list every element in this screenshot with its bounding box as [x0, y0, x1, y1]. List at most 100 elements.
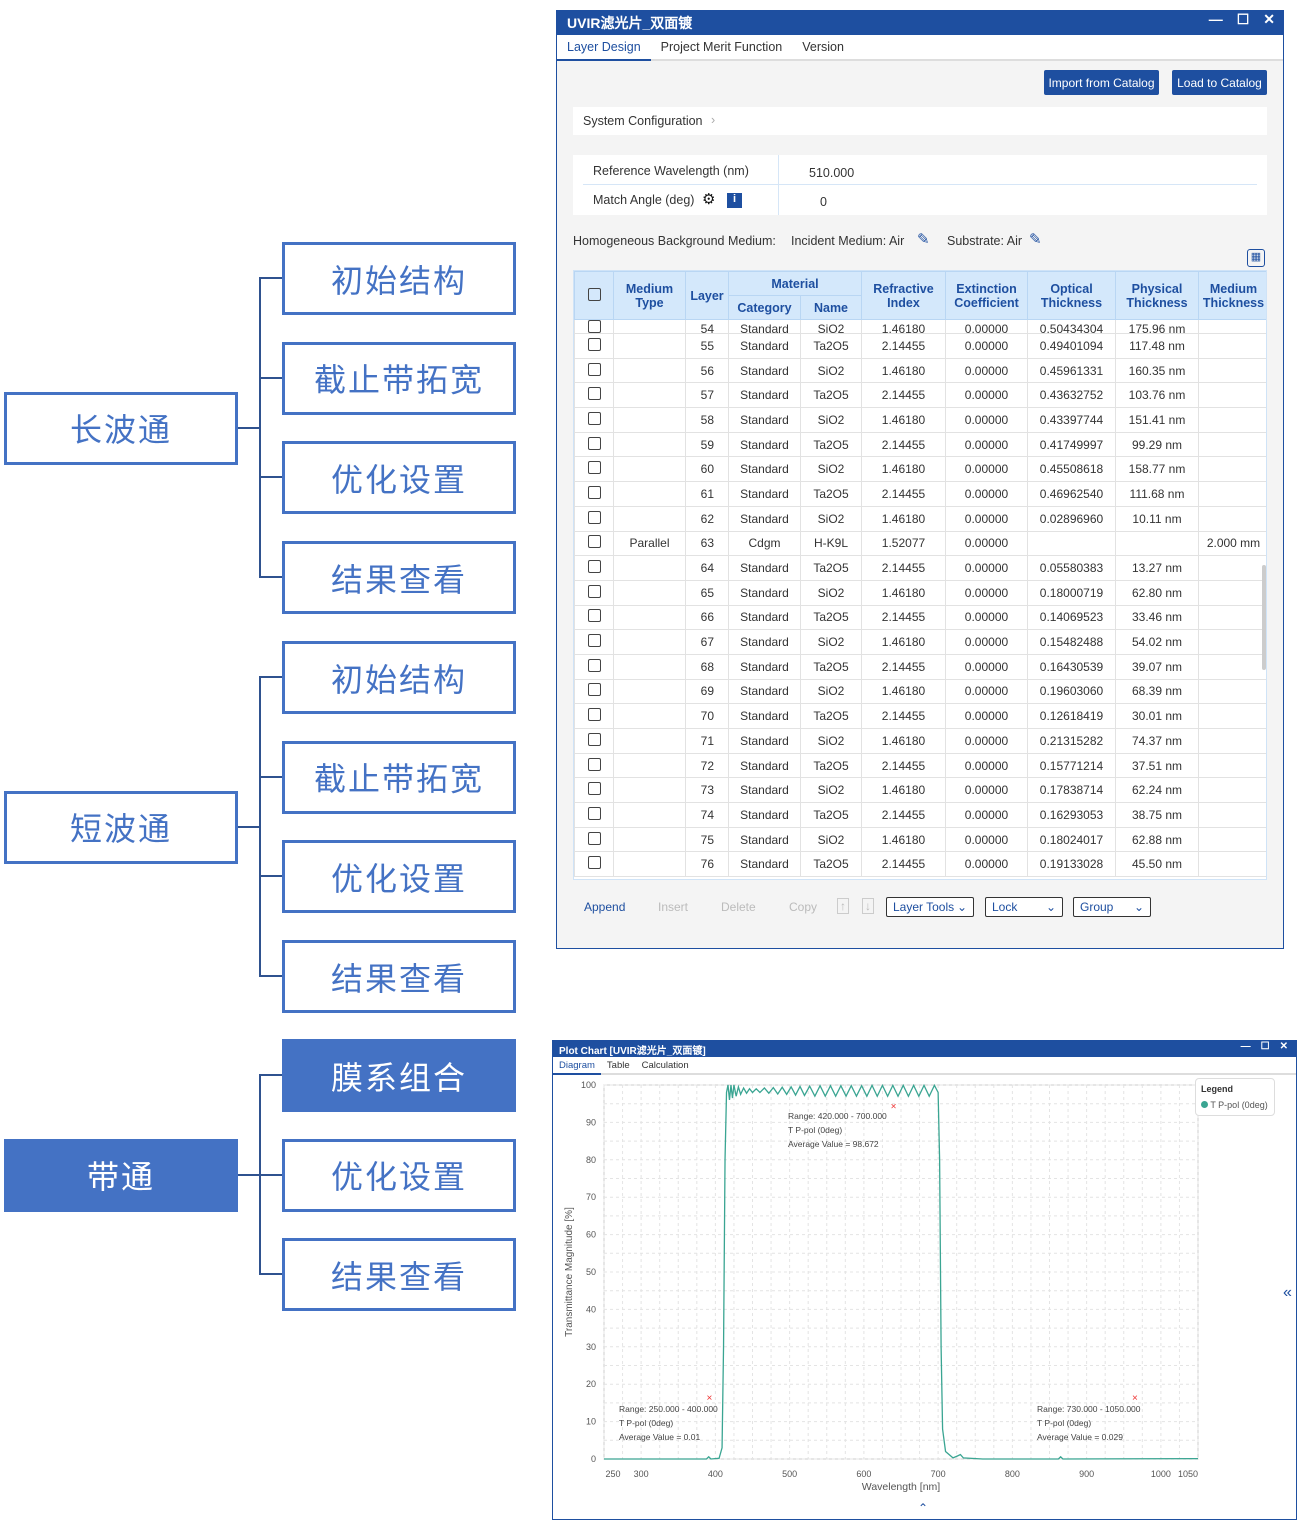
- refractive-index-cell[interactable]: 1.46180: [861, 826, 946, 853]
- minimize-icon[interactable]: —: [1208, 11, 1223, 27]
- header-physical-thickness[interactable]: Physical Thickness: [1115, 271, 1199, 320]
- select-all-checkbox[interactable]: [574, 271, 614, 320]
- layer-number-cell[interactable]: 58: [685, 407, 729, 433]
- category-cell[interactable]: Standard: [728, 357, 801, 384]
- layer-number-cell[interactable]: 62: [685, 505, 729, 532]
- material-name-cell[interactable]: SiO2: [800, 357, 862, 384]
- material-name-cell[interactable]: Ta2O5: [800, 481, 862, 507]
- tab-table[interactable]: Table: [606, 1060, 630, 1071]
- material-name-cell[interactable]: SiO2: [800, 826, 862, 853]
- medium-type-cell[interactable]: [613, 357, 686, 384]
- extinction-coefficient-cell[interactable]: 0.00000: [945, 752, 1028, 779]
- close-icon[interactable]: ✕: [1279, 1041, 1288, 1052]
- medium-type-cell[interactable]: [613, 456, 686, 483]
- header-medium-thickness[interactable]: Medium Thickness: [1198, 271, 1266, 320]
- material-name-cell[interactable]: Ta2O5: [800, 382, 862, 409]
- category-cell[interactable]: Standard: [728, 407, 801, 433]
- optical-thickness-cell[interactable]: 0.14069523: [1027, 604, 1116, 631]
- minimize-icon[interactable]: —: [1240, 1041, 1251, 1052]
- physical-thickness-cell[interactable]: 62.88 nm: [1115, 826, 1199, 853]
- refractive-index-cell[interactable]: 2.14455: [861, 802, 946, 828]
- medium-type-cell[interactable]: [613, 752, 686, 779]
- refractive-index-cell[interactable]: 1.46180: [861, 728, 946, 754]
- optical-thickness-cell[interactable]: 0.43397744: [1027, 407, 1116, 433]
- child-node[interactable]: 结果查看: [282, 1238, 516, 1312]
- physical-thickness-cell[interactable]: 117.48 nm: [1115, 333, 1199, 359]
- close-icon[interactable]: ✕: [1263, 11, 1275, 27]
- layer-number-cell[interactable]: 63: [685, 530, 729, 557]
- medium-thickness-cell[interactable]: [1198, 678, 1266, 705]
- optical-thickness-cell[interactable]: 0.05580383: [1027, 555, 1116, 581]
- root-node[interactable]: 带通: [4, 1138, 238, 1212]
- physical-thickness-cell[interactable]: 62.24 nm: [1115, 777, 1199, 804]
- edit-substrate-icon[interactable]: ✎: [1029, 231, 1042, 248]
- system-configuration-bar[interactable]: System Configuration ›: [573, 107, 1267, 135]
- layer-number-cell[interactable]: 70: [685, 703, 729, 729]
- refractive-index-cell[interactable]: 1.46180: [861, 505, 946, 532]
- tab-calculation[interactable]: Calculation: [641, 1060, 689, 1071]
- layer-number-cell[interactable]: 54: [685, 319, 729, 334]
- category-cell[interactable]: Standard: [728, 703, 801, 729]
- category-cell[interactable]: Standard: [728, 851, 801, 878]
- header-medium-type[interactable]: Medium Type: [613, 271, 686, 320]
- optical-thickness-cell[interactable]: 0.02896960: [1027, 505, 1116, 532]
- refractive-index-cell[interactable]: 2.14455: [861, 851, 946, 878]
- header-optical-thickness[interactable]: Optical Thickness: [1027, 271, 1116, 320]
- copy-button[interactable]: Copy: [789, 900, 818, 914]
- match-angle-value[interactable]: 0: [820, 195, 827, 209]
- optical-thickness-cell[interactable]: 0.41749997: [1027, 431, 1116, 458]
- refractive-index-cell[interactable]: 1.46180: [861, 629, 946, 655]
- delete-button[interactable]: Delete: [721, 900, 756, 914]
- category-cell[interactable]: Standard: [728, 752, 801, 779]
- material-name-cell[interactable]: SiO2: [800, 456, 862, 483]
- lock-dropdown[interactable]: Lock⌄: [985, 897, 1063, 917]
- physical-thickness-cell[interactable]: 38.75 nm: [1115, 802, 1199, 828]
- tab-project-merit-function[interactable]: Project Merit Function: [660, 40, 783, 54]
- header-category[interactable]: Category: [728, 295, 801, 320]
- layer-tools-dropdown[interactable]: Layer Tools⌄: [886, 897, 974, 917]
- child-node[interactable]: 初始结构: [282, 242, 516, 315]
- row-checkbox[interactable]: [574, 555, 614, 581]
- extinction-coefficient-cell[interactable]: 0.00000: [945, 604, 1028, 631]
- medium-type-cell[interactable]: [613, 604, 686, 631]
- row-checkbox[interactable]: [574, 851, 614, 878]
- physical-thickness-cell[interactable]: 62.80 nm: [1115, 579, 1199, 606]
- material-name-cell[interactable]: Ta2O5: [800, 555, 862, 581]
- extinction-coefficient-cell[interactable]: 0.00000: [945, 431, 1028, 458]
- material-name-cell[interactable]: SiO2: [800, 319, 862, 334]
- row-checkbox[interactable]: [574, 802, 614, 828]
- group-dropdown[interactable]: Group⌄: [1073, 897, 1151, 917]
- medium-type-cell[interactable]: [613, 653, 686, 680]
- physical-thickness-cell[interactable]: 99.29 nm: [1115, 431, 1199, 458]
- extinction-coefficient-cell[interactable]: 0.00000: [945, 678, 1028, 705]
- material-name-cell[interactable]: SiO2: [800, 728, 862, 754]
- category-cell[interactable]: Standard: [728, 653, 801, 680]
- refractive-index-cell[interactable]: 2.14455: [861, 555, 946, 581]
- medium-thickness-cell[interactable]: [1198, 481, 1266, 507]
- child-node[interactable]: 优化设置: [282, 840, 516, 914]
- row-checkbox[interactable]: [574, 530, 614, 557]
- category-cell[interactable]: Standard: [728, 431, 801, 458]
- category-cell[interactable]: Standard: [728, 505, 801, 532]
- refractive-index-cell[interactable]: 1.46180: [861, 319, 946, 334]
- extinction-coefficient-cell[interactable]: 0.00000: [945, 481, 1028, 507]
- header-layer[interactable]: Layer: [685, 271, 729, 320]
- physical-thickness-cell[interactable]: 54.02 nm: [1115, 629, 1199, 655]
- child-node[interactable]: 截止带拓宽: [282, 341, 516, 415]
- extinction-coefficient-cell[interactable]: 0.00000: [945, 802, 1028, 828]
- move-down-icon[interactable]: ↓: [862, 898, 874, 914]
- row-checkbox[interactable]: [574, 653, 614, 680]
- refractive-index-cell[interactable]: 1.46180: [861, 579, 946, 606]
- header-name[interactable]: Name: [800, 295, 862, 320]
- child-node[interactable]: 截止带拓宽: [282, 740, 516, 814]
- medium-type-cell[interactable]: Parallel: [613, 530, 686, 557]
- optical-thickness-cell[interactable]: 0.19603060: [1027, 678, 1116, 705]
- category-cell[interactable]: Standard: [728, 319, 801, 334]
